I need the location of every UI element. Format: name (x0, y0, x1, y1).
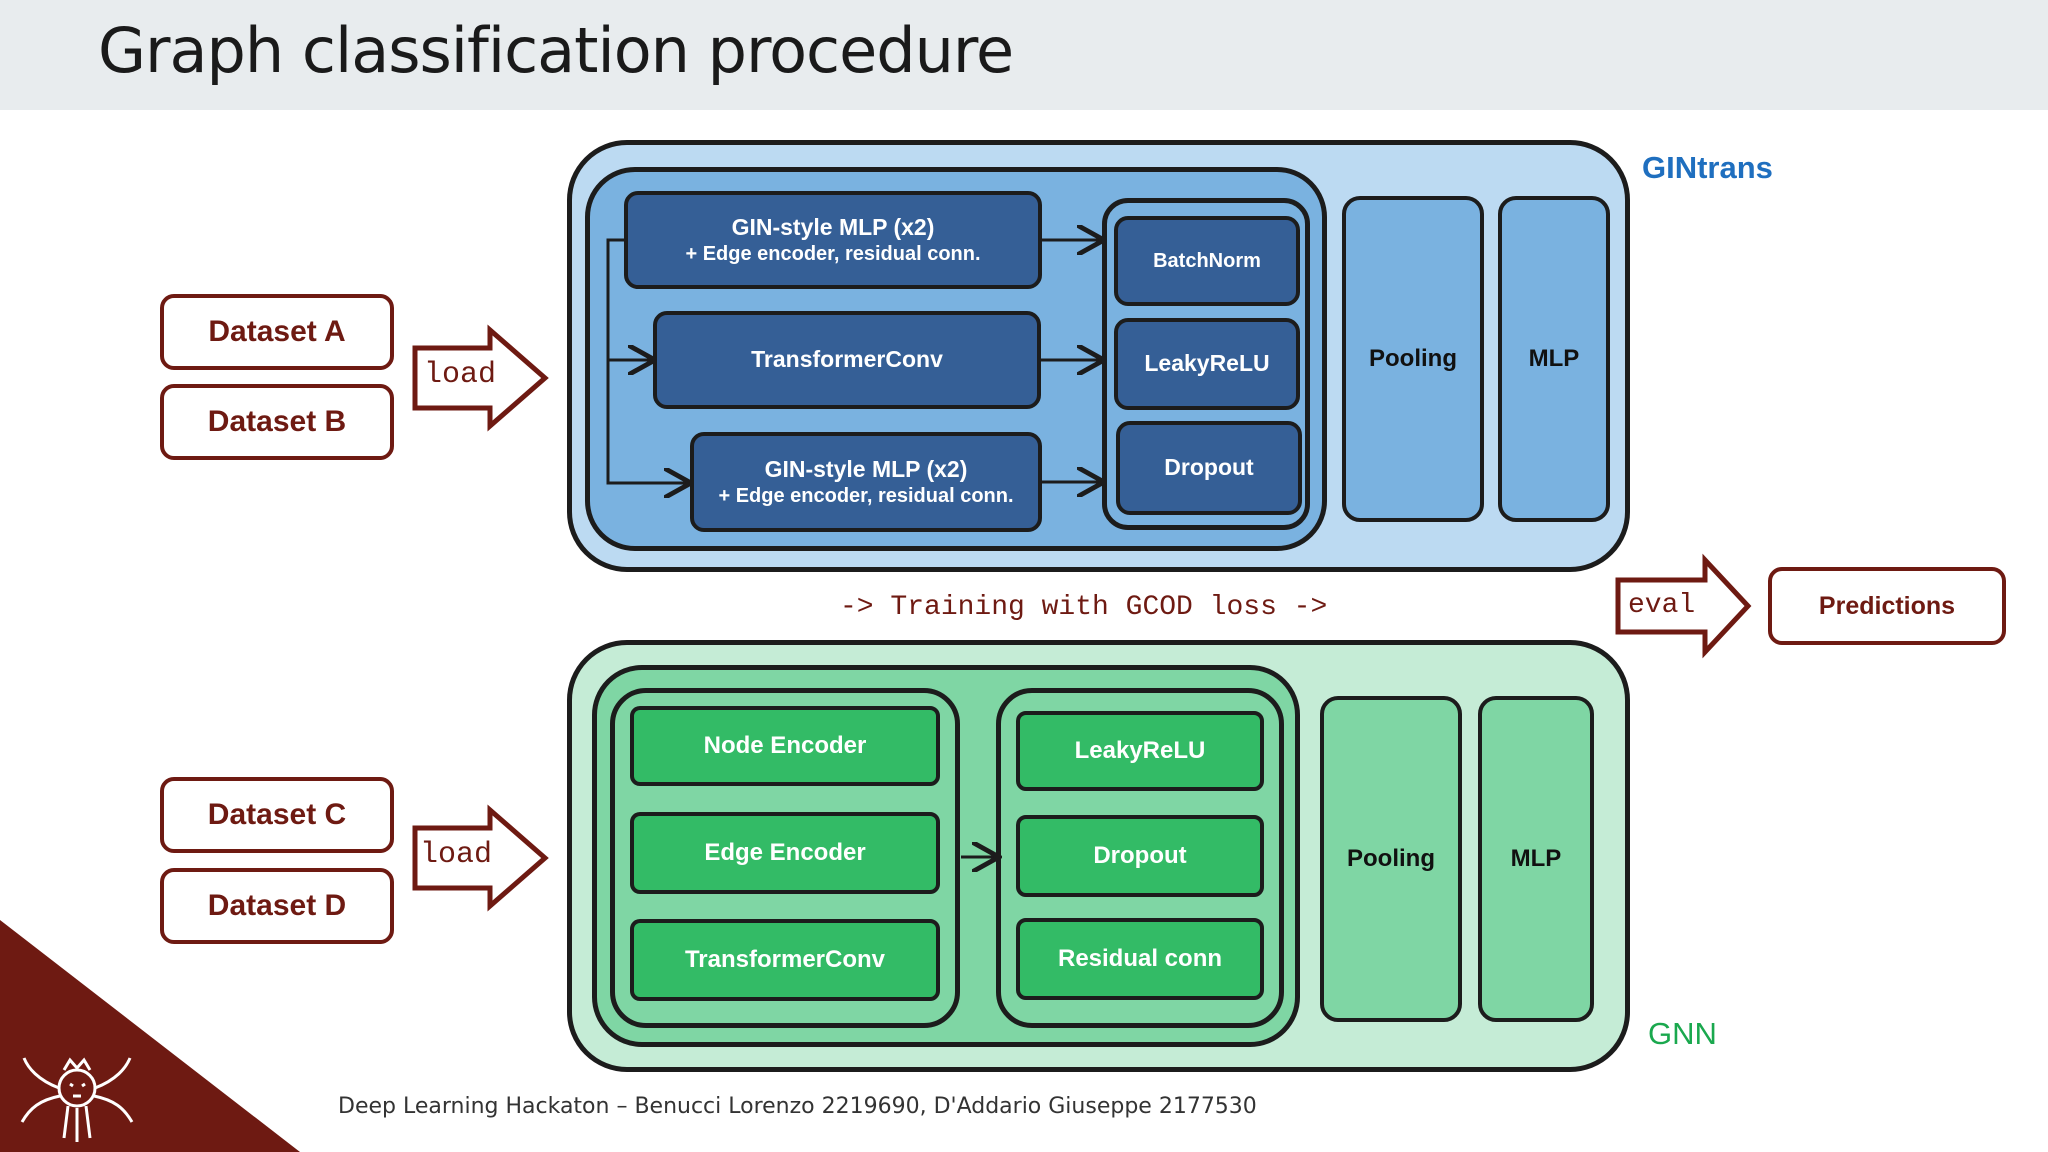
dataset-c-box: Dataset C (160, 777, 394, 853)
gnn-transformerconv-block: TransformerConv (630, 919, 940, 1001)
gin-mlp-top-sub: + Edge encoder, residual conn. (685, 242, 981, 265)
gintrans-label: GINtrans (1642, 150, 1773, 185)
load-arrow-top (412, 324, 549, 432)
eval-label: eval (1628, 590, 1696, 621)
gnn-leakyrelu-block: LeakyReLU (1016, 711, 1264, 791)
batchnorm-block: BatchNorm (1114, 216, 1300, 306)
gnn-label: GNN (1648, 1016, 1717, 1051)
gintrans-leakyrelu-block: LeakyReLU (1114, 318, 1300, 410)
gin-mlp-block-bottom: GIN-style MLP (x2) + Edge encoder, resid… (690, 432, 1042, 532)
university-logo-icon (20, 1057, 134, 1142)
gintrans-dropout-block: Dropout (1116, 421, 1302, 515)
edge-encoder-block: Edge Encoder (630, 812, 940, 894)
predictions-box: Predictions (1768, 567, 2006, 645)
transformerconv-block: TransformerConv (653, 311, 1041, 409)
gnn-mlp-block: MLP (1478, 696, 1594, 1022)
node-encoder-block: Node Encoder (630, 706, 940, 786)
gin-mlp-block-top: GIN-style MLP (x2) + Edge encoder, resid… (624, 191, 1042, 289)
load-arrow-bottom (412, 804, 549, 912)
transformerconv-label: TransformerConv (751, 346, 943, 373)
dataset-d-box: Dataset D (160, 868, 394, 944)
load-label-bottom: load (420, 838, 493, 872)
eval-arrow (1615, 553, 1752, 659)
gnn-pooling-block: Pooling (1320, 696, 1462, 1022)
residual-conn-block: Residual conn (1016, 918, 1264, 1000)
gin-mlp-bottom-sub: + Edge encoder, residual conn. (718, 484, 1014, 507)
gin-mlp-top-title: GIN-style MLP (x2) (731, 214, 935, 241)
gintrans-mlp-block: MLP (1498, 196, 1610, 522)
load-label-top: load (424, 358, 497, 392)
header-bar (0, 0, 2048, 110)
gin-mlp-bottom-title: GIN-style MLP (x2) (764, 456, 968, 483)
gintrans-pooling-block: Pooling (1342, 196, 1484, 522)
dataset-b-box: Dataset B (160, 384, 394, 460)
training-label: -> Training with GCOD loss -> (840, 592, 1328, 623)
gnn-dropout-block: Dropout (1016, 815, 1264, 897)
footer-text: Deep Learning Hackaton – Benucci Lorenzo… (338, 1094, 1257, 1119)
page-title: Graph classification procedure (98, 14, 1014, 87)
dataset-a-box: Dataset A (160, 294, 394, 370)
corner-triangle (0, 920, 300, 1152)
